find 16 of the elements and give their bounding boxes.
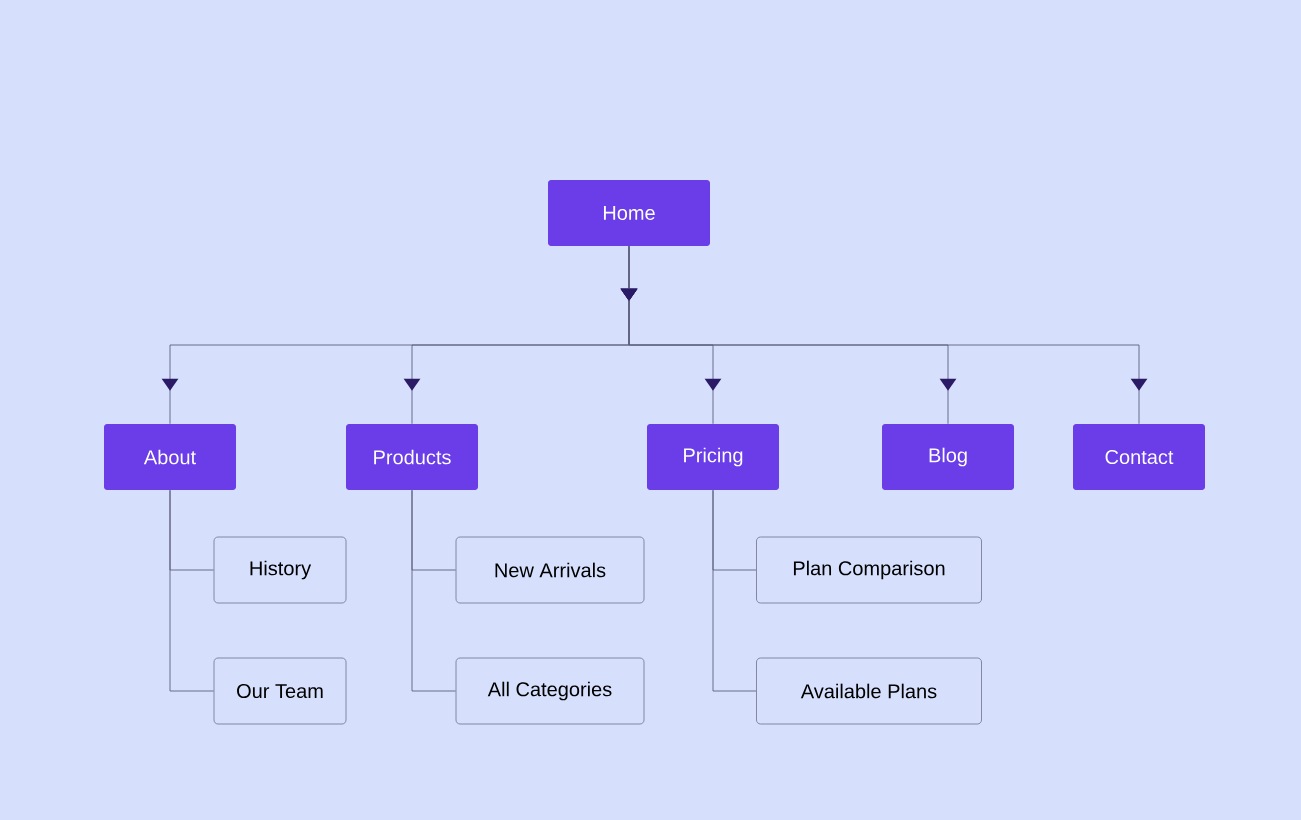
page-box: Home [548, 180, 710, 246]
connector-line [712, 489, 757, 692]
page-box: Pricing [647, 424, 779, 490]
page-box: Contact [1073, 424, 1205, 490]
subpage-box: Our Team [213, 657, 347, 725]
subpage-box: Plan Comparison [756, 536, 982, 604]
page-box: Blog [882, 424, 1014, 490]
subpage-box: History [213, 536, 347, 604]
page-box: About [104, 424, 236, 490]
page-box: Products [346, 424, 478, 490]
connector-line [411, 489, 456, 692]
connector-line [169, 489, 214, 692]
subpage-box: All Categories [455, 657, 645, 725]
arrow [620, 245, 1148, 425]
subpage-box: New Arrivals [455, 536, 645, 604]
subpage-box: Available Plans [756, 657, 982, 725]
